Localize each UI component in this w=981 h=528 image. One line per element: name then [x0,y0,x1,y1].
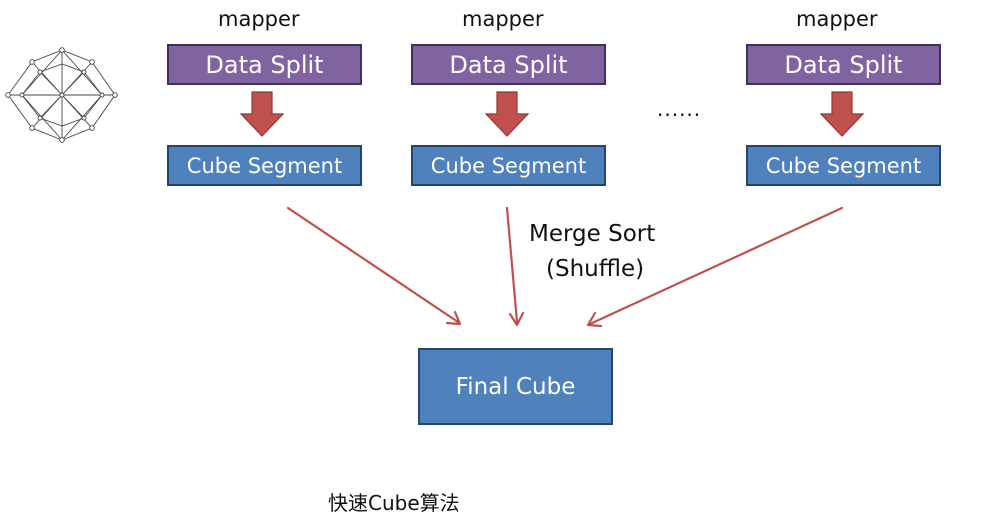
split-to-segment-arrow-3 [819,91,865,137]
cube-segment-box-3: Cube Segment [746,145,941,186]
data-split-label-3: Data Split [784,50,903,79]
data-split-label-1: Data Split [205,50,324,79]
diagram-caption: 快速Cube算法 [328,491,460,515]
merge-sort-label: Merge Sort [529,221,656,247]
cube-segment-label-1: Cube Segment [186,153,343,178]
data-split-box-2: Data Split [411,44,606,85]
shuffle-label: (Shuffle) [546,256,645,282]
mapper-heading-2: mapper [462,7,544,31]
final-cube-label: Final Cube [455,373,576,400]
data-split-box-1: Data Split [167,44,362,85]
merge-line-right [588,206,844,326]
final-cube-box: Final Cube [418,348,613,425]
network-cube-icon [5,47,118,143]
split-to-segment-arrow-1 [239,91,285,137]
data-split-label-2: Data Split [449,50,568,79]
cube-segment-box-1: Cube Segment [167,145,362,186]
data-split-box-3: Data Split [746,44,941,85]
merge-line-center [505,206,519,324]
cube-segment-box-2: Cube Segment [411,145,606,186]
more-mappers-ellipsis: ...... [657,97,702,121]
mapper-heading-3: mapper [796,7,878,31]
cube-segment-label-3: Cube Segment [765,153,922,178]
cube-segment-label-2: Cube Segment [430,153,587,178]
merge-line-left [286,206,460,324]
split-to-segment-arrow-2 [484,91,530,137]
mapper-heading-1: mapper [218,7,300,31]
